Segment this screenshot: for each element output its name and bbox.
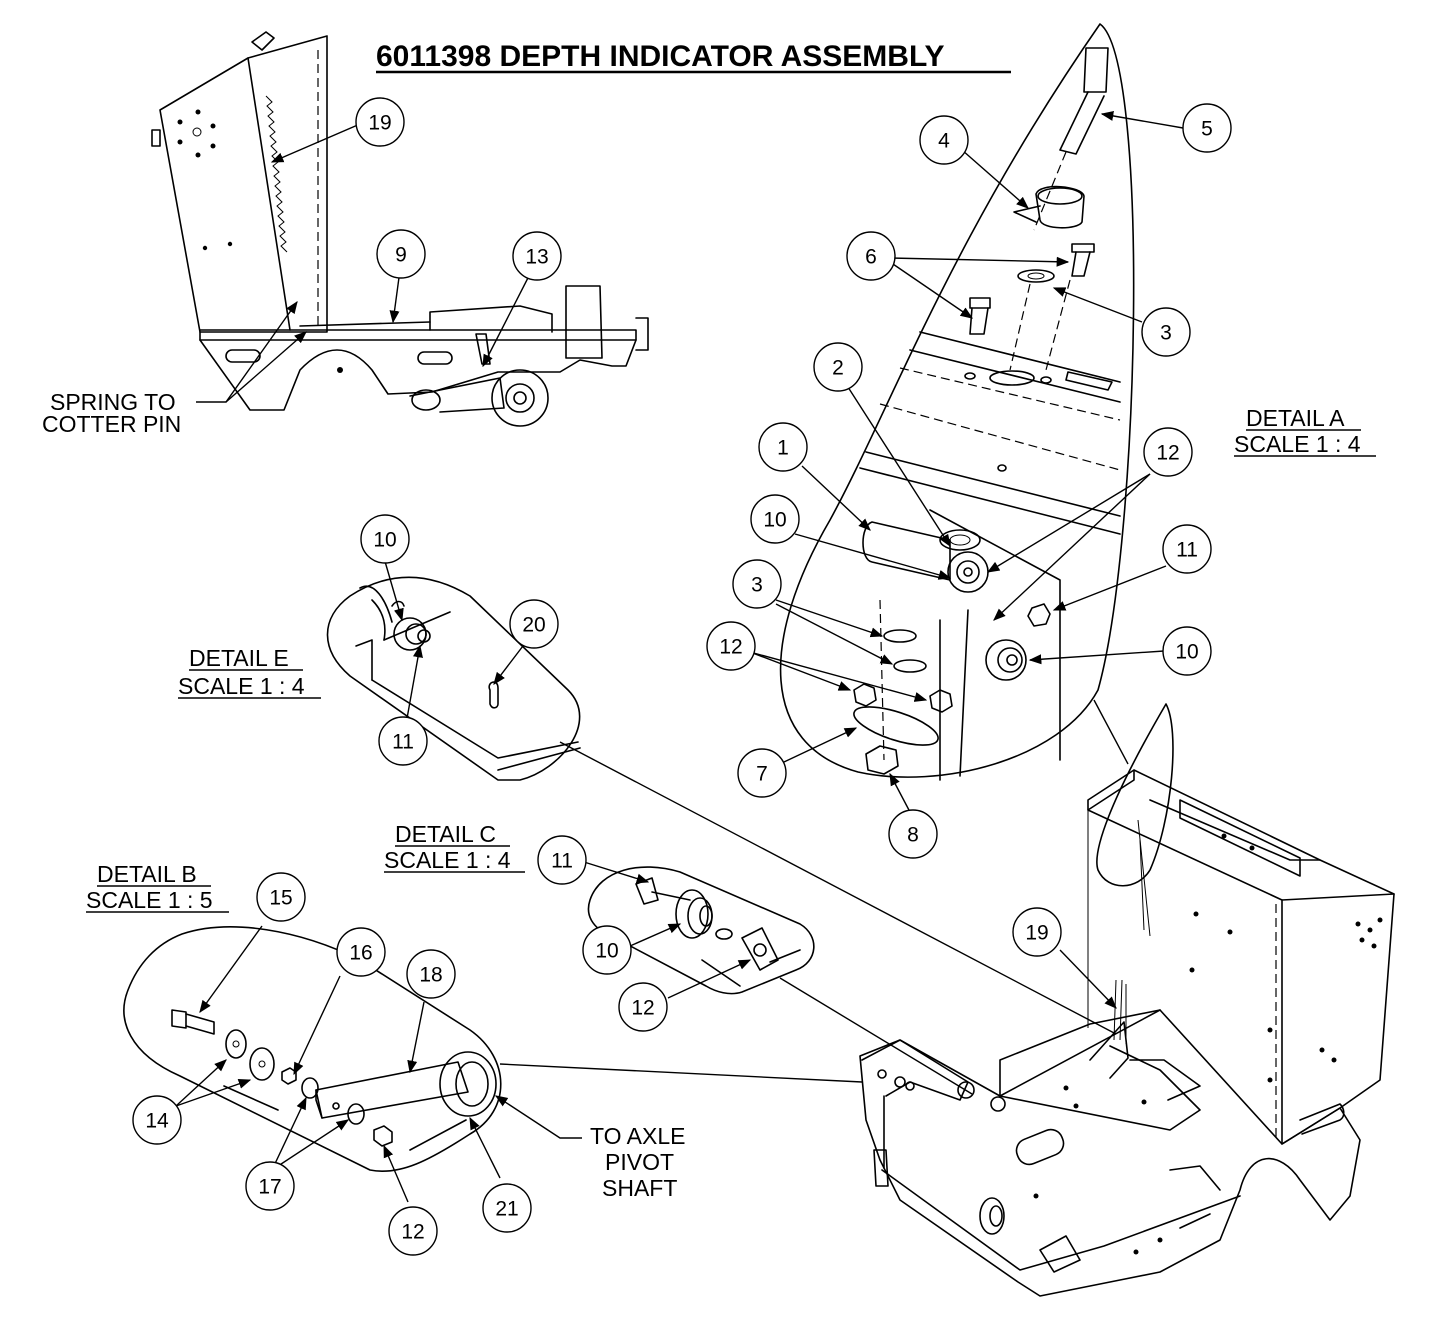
balloon-number: 8 bbox=[907, 824, 919, 847]
detail-c-name: DETAIL C bbox=[395, 821, 496, 847]
balloon-b-18: 18 bbox=[406, 949, 456, 999]
balloon-a-2: 2 bbox=[813, 342, 863, 392]
balloon-number: 12 bbox=[631, 997, 654, 1020]
detail-c-view bbox=[587, 866, 815, 995]
balloon-side-19: 19 bbox=[355, 97, 405, 147]
balloon-c-11: 11 bbox=[537, 835, 587, 885]
balloon-number: 12 bbox=[1156, 442, 1179, 465]
balloon-b-21: 21 bbox=[482, 1183, 532, 1233]
balloon-number: 10 bbox=[763, 509, 786, 532]
balloon-number: 12 bbox=[401, 1221, 424, 1244]
balloon-number: 9 bbox=[395, 244, 407, 267]
balloon-a-6: 6 bbox=[846, 231, 896, 281]
detail-b-scale: SCALE 1 : 5 bbox=[86, 887, 213, 913]
balloon-a-4: 4 bbox=[919, 115, 969, 165]
balloon-main-19: 19 bbox=[1012, 907, 1062, 957]
balloon-number: 3 bbox=[1160, 322, 1172, 345]
balloon-number: 1 bbox=[777, 437, 789, 460]
axle-note-line3: SHAFT bbox=[602, 1175, 677, 1201]
balloon-number: 17 bbox=[258, 1176, 281, 1199]
balloon-number: 18 bbox=[419, 964, 442, 987]
balloon-number: 16 bbox=[349, 942, 372, 965]
balloon-number: 19 bbox=[1025, 922, 1048, 945]
balloon-number: 11 bbox=[392, 731, 414, 754]
balloon-a-1: 1 bbox=[758, 422, 808, 472]
balloon-number: 5 bbox=[1201, 118, 1213, 141]
balloon-number: 21 bbox=[495, 1198, 518, 1221]
detail-e-name: DETAIL E bbox=[189, 645, 289, 671]
balloon-number: 10 bbox=[1175, 641, 1198, 664]
main-machine-view bbox=[859, 703, 1395, 1297]
balloon-a-10-left: 10 bbox=[750, 494, 800, 544]
detail-a-scale: SCALE 1 : 4 bbox=[1234, 431, 1361, 457]
balloon-number: 2 bbox=[832, 357, 844, 380]
balloon-b-17: 17 bbox=[245, 1161, 295, 1211]
balloon-e-11: 11 bbox=[378, 716, 428, 766]
balloon-number: 11 bbox=[1176, 539, 1198, 562]
balloon-number: 19 bbox=[368, 112, 391, 135]
balloon-e-10: 10 bbox=[360, 514, 410, 564]
detail-a-name: DETAIL A bbox=[1246, 405, 1345, 431]
detail-b-view bbox=[123, 926, 502, 1172]
balloon-side-9: 9 bbox=[376, 229, 426, 279]
balloon-a-10-right: 10 bbox=[1162, 626, 1212, 676]
balloon-number: 20 bbox=[522, 614, 545, 637]
balloon-e-20: 20 bbox=[509, 599, 559, 649]
detail-e-connector bbox=[559, 741, 1117, 1035]
balloon-number: 10 bbox=[373, 529, 396, 552]
spring-note-line2: COTTER PIN bbox=[42, 411, 181, 437]
balloon-a-7: 7 bbox=[737, 748, 787, 798]
detail-c-scale: SCALE 1 : 4 bbox=[384, 847, 511, 873]
balloon-b-12: 12 bbox=[388, 1206, 438, 1256]
balloon-a-8: 8 bbox=[888, 809, 938, 859]
balloon-number: 7 bbox=[756, 763, 768, 786]
balloon-a-11: 11 bbox=[1162, 524, 1212, 574]
page-title: 6011398 DEPTH INDICATOR ASSEMBLY bbox=[376, 40, 945, 73]
balloon-number: 10 bbox=[595, 940, 618, 963]
spring-note-line1: SPRING TO bbox=[50, 389, 176, 415]
balloon-number: 15 bbox=[269, 887, 292, 910]
balloon-side-13: 13 bbox=[512, 231, 562, 281]
axle-note-line1: TO AXLE bbox=[590, 1123, 685, 1149]
balloon-c-12: 12 bbox=[618, 982, 668, 1032]
detail-c-connector bbox=[779, 977, 973, 1095]
balloon-number: 12 bbox=[719, 636, 742, 659]
balloon-number: 14 bbox=[145, 1110, 169, 1133]
balloon-a-3-bot: 3 bbox=[732, 559, 782, 609]
detail-e-scale: SCALE 1 : 4 bbox=[178, 673, 305, 699]
balloon-a-3-top: 3 bbox=[1141, 307, 1191, 357]
balloon-number: 11 bbox=[551, 850, 573, 873]
detail-a-connector bbox=[1093, 699, 1129, 765]
balloon-b-16: 16 bbox=[336, 927, 386, 977]
balloon-number: 13 bbox=[525, 246, 548, 269]
balloon-a-12-left: 12 bbox=[706, 621, 756, 671]
balloon-number: 4 bbox=[938, 130, 950, 153]
balloon-number: 6 bbox=[865, 246, 877, 269]
balloon-a-5: 5 bbox=[1182, 103, 1232, 153]
balloon-c-10: 10 bbox=[582, 925, 632, 975]
detail-e-view bbox=[326, 576, 581, 781]
side-view-machine bbox=[151, 31, 649, 427]
balloon-a-12-top: 12 bbox=[1143, 427, 1193, 477]
detail-b-connector bbox=[499, 1063, 863, 1083]
detail-b-name: DETAIL B bbox=[97, 861, 197, 887]
balloon-number: 3 bbox=[751, 574, 763, 597]
balloon-b-15: 15 bbox=[256, 872, 306, 922]
balloon-b-14: 14 bbox=[132, 1095, 182, 1145]
axle-note-line2: PIVOT bbox=[605, 1149, 674, 1175]
